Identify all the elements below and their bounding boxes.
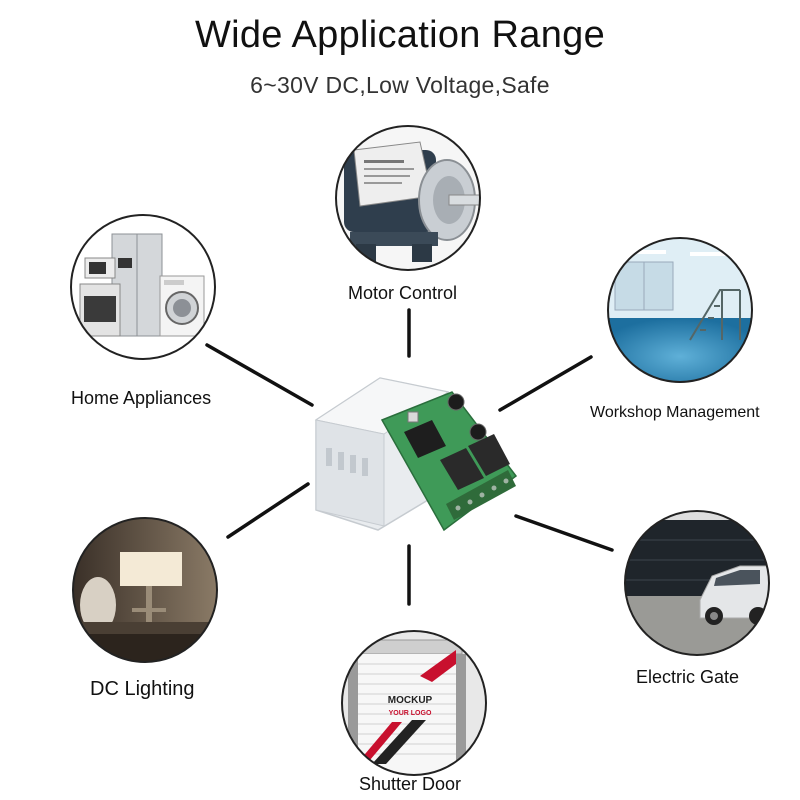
lamp-icon [72,517,218,663]
connector-lines [205,308,614,606]
label-dc-lighting: DC Lighting [90,678,195,700]
workshop-icon [607,237,753,383]
label-workshop-management: Workshop Management [590,404,760,421]
connector-home [205,343,314,407]
page-title: Wide Application Range [194,14,606,56]
motor-icon [335,125,481,271]
page-subtitle: 6~30V DC,Low Voltage,Safe [250,72,550,98]
shutter-sign-line1: MOCKUP [388,695,433,706]
shutter-sign-line2: YOUR LOGO [389,710,432,717]
connector-lighting [226,482,310,539]
roller-shutter-icon: MOCKUP YOUR LOGO [341,630,487,776]
label-electric-gate: Electric Gate [636,667,740,687]
label-motor-control: Motor Control [348,283,458,303]
connector-gate [514,514,614,552]
connector-workshop [498,355,593,412]
label-home-appliances: Home Appliances [71,388,212,408]
garage-gate-icon [624,510,770,656]
relay-module-icon [314,377,518,532]
home-appliances-icon [70,214,216,360]
label-shutter-door: Shutter Door [359,774,462,794]
